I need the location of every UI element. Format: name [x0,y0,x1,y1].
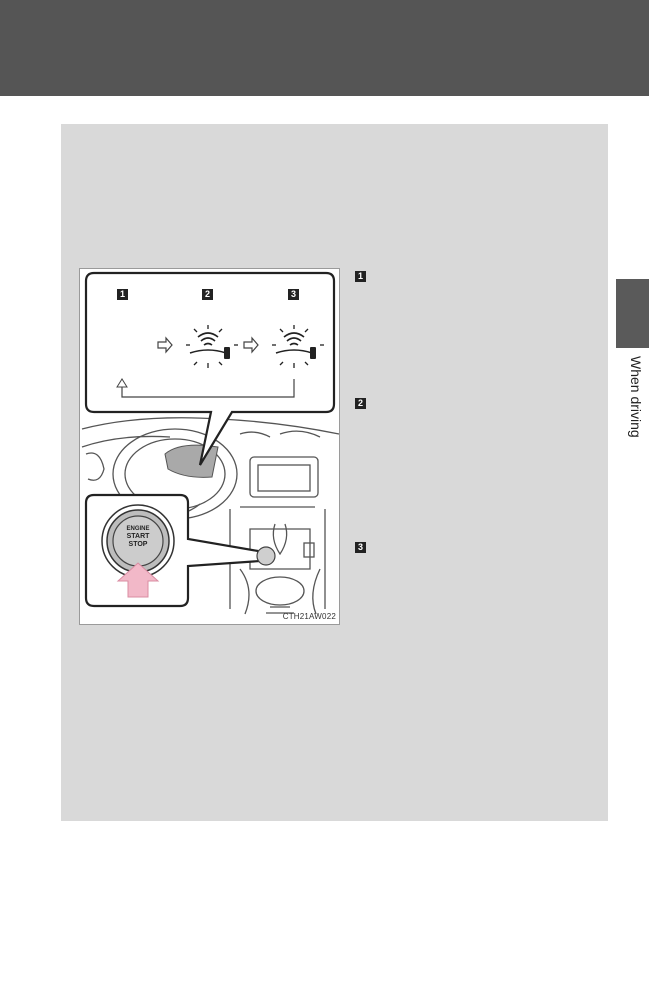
display-marker-2: 2 [202,289,213,300]
next-arrow-icon [243,336,259,354]
button-label-start: START [126,533,150,540]
next-arrow-icon [157,336,173,354]
button-label-engine: ENGINE [126,526,150,532]
engine-start-stop-button-label: ENGINE START STOP [110,525,166,549]
immobilizer-indicator-icon [186,325,238,368]
display-marker-3: 3 [288,289,299,300]
press-arrow-icon [116,562,160,598]
chapter-tab-label: When driving [628,356,644,438]
illustration-figure: 1 2 3 [79,268,340,625]
display-marker-1: 1 [117,289,128,300]
figure-code: CTH21AW022 [282,612,336,621]
indicator-sequence [157,325,324,368]
step-marker-1: 1 [355,271,366,282]
immobilizer-indicator-icon [272,325,324,368]
header-bar [0,0,649,96]
chapter-tab [616,279,649,348]
step-marker-3: 3 [355,542,366,553]
button-label-stop: STOP [128,541,148,548]
engine-start-stop-button-illustration [101,504,175,598]
step-marker-2: 2 [355,398,366,409]
